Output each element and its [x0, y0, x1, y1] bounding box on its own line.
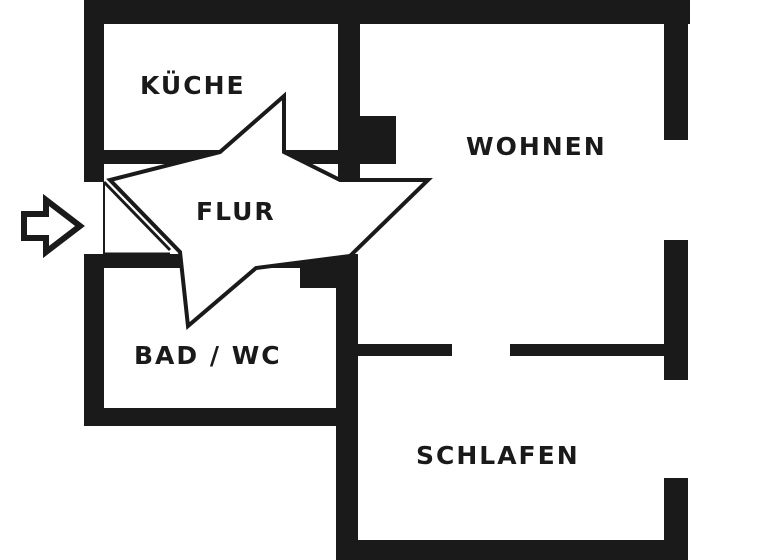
- wall-right-middle: [664, 240, 688, 380]
- wall-bath-bottom: [84, 408, 356, 426]
- hall-star-outline: [106, 91, 433, 330]
- wall-left-bath: [84, 256, 104, 426]
- room-label-living: WOHNEN: [466, 132, 607, 161]
- room-label-bedroom: SCHLAFEN: [416, 441, 580, 470]
- wall-top: [84, 0, 690, 24]
- arrow-right-outline-icon: [21, 193, 85, 259]
- entrance-door: [102, 180, 172, 256]
- wall-partition-right: [510, 344, 666, 356]
- wall-partition-left: [356, 344, 452, 356]
- room-label-kitchen: KÜCHE: [140, 70, 246, 100]
- wall-right-lower: [664, 478, 688, 560]
- room-label-bath: BAD / WC: [134, 341, 282, 370]
- wall-bottom: [336, 540, 686, 560]
- wall-bath-top: [84, 254, 184, 268]
- walls: [84, 0, 690, 560]
- room-label-hall: FLUR: [196, 197, 276, 226]
- wall-left-kitchen: [84, 0, 104, 182]
- wall-right-upper: [664, 0, 688, 140]
- wall-bedroom-left: [336, 258, 358, 560]
